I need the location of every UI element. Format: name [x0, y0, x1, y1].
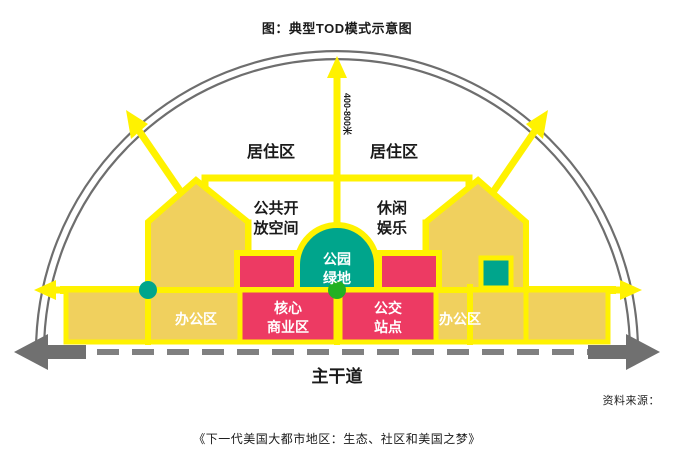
label-core-commercial-line1: 核心 — [274, 300, 302, 316]
label-transit-stop-line1: 公交 — [374, 300, 402, 316]
civic-building-east[interactable] — [478, 255, 514, 291]
office-strip-west[interactable] — [63, 287, 251, 345]
park-green-space[interactable] — [294, 222, 380, 293]
label-transit-stop-line2: 站点 — [374, 319, 402, 335]
transit-node-west[interactable] — [139, 281, 157, 299]
transit-node-center[interactable] — [328, 281, 346, 299]
label-public-open-space-line2: 放空间 — [252, 219, 298, 237]
label-park-line1: 公园 — [323, 251, 351, 267]
label-core-commercial-line2: 商业区 — [267, 319, 309, 335]
mixed-use-gable-west[interactable] — [145, 176, 251, 293]
commercial-block-upper-west[interactable] — [234, 250, 300, 293]
label-residential-left: 居住区 — [247, 142, 295, 161]
label-radius-dimension: 400-800米 — [342, 93, 353, 136]
commercial-block-upper-east[interactable] — [376, 250, 442, 293]
label-park-line2: 绿地 — [323, 270, 351, 286]
arterial-arrow-right — [588, 334, 660, 370]
label-leisure-line1: 休闲 — [376, 199, 407, 217]
source-reference: 《下一代美国大都市地区：生态、社区和美国之梦》 — [193, 432, 481, 446]
core-commercial-block[interactable] — [237, 287, 339, 345]
label-office-left: 办公区 — [175, 311, 217, 327]
source-label: 资料来源： — [602, 395, 660, 407]
label-residential-right: 居住区 — [370, 142, 418, 161]
figure-title: 图：典型TOD模式示意图 — [261, 21, 413, 36]
arterial-arrow-left — [14, 334, 86, 370]
label-office-right: 办公区 — [439, 311, 481, 327]
label-main-road: 主干道 — [312, 366, 363, 386]
label-leisure-line2: 娱乐 — [377, 219, 407, 237]
arterial-road — [14, 334, 660, 370]
label-public-open-space-line1: 公共开 — [253, 200, 298, 217]
